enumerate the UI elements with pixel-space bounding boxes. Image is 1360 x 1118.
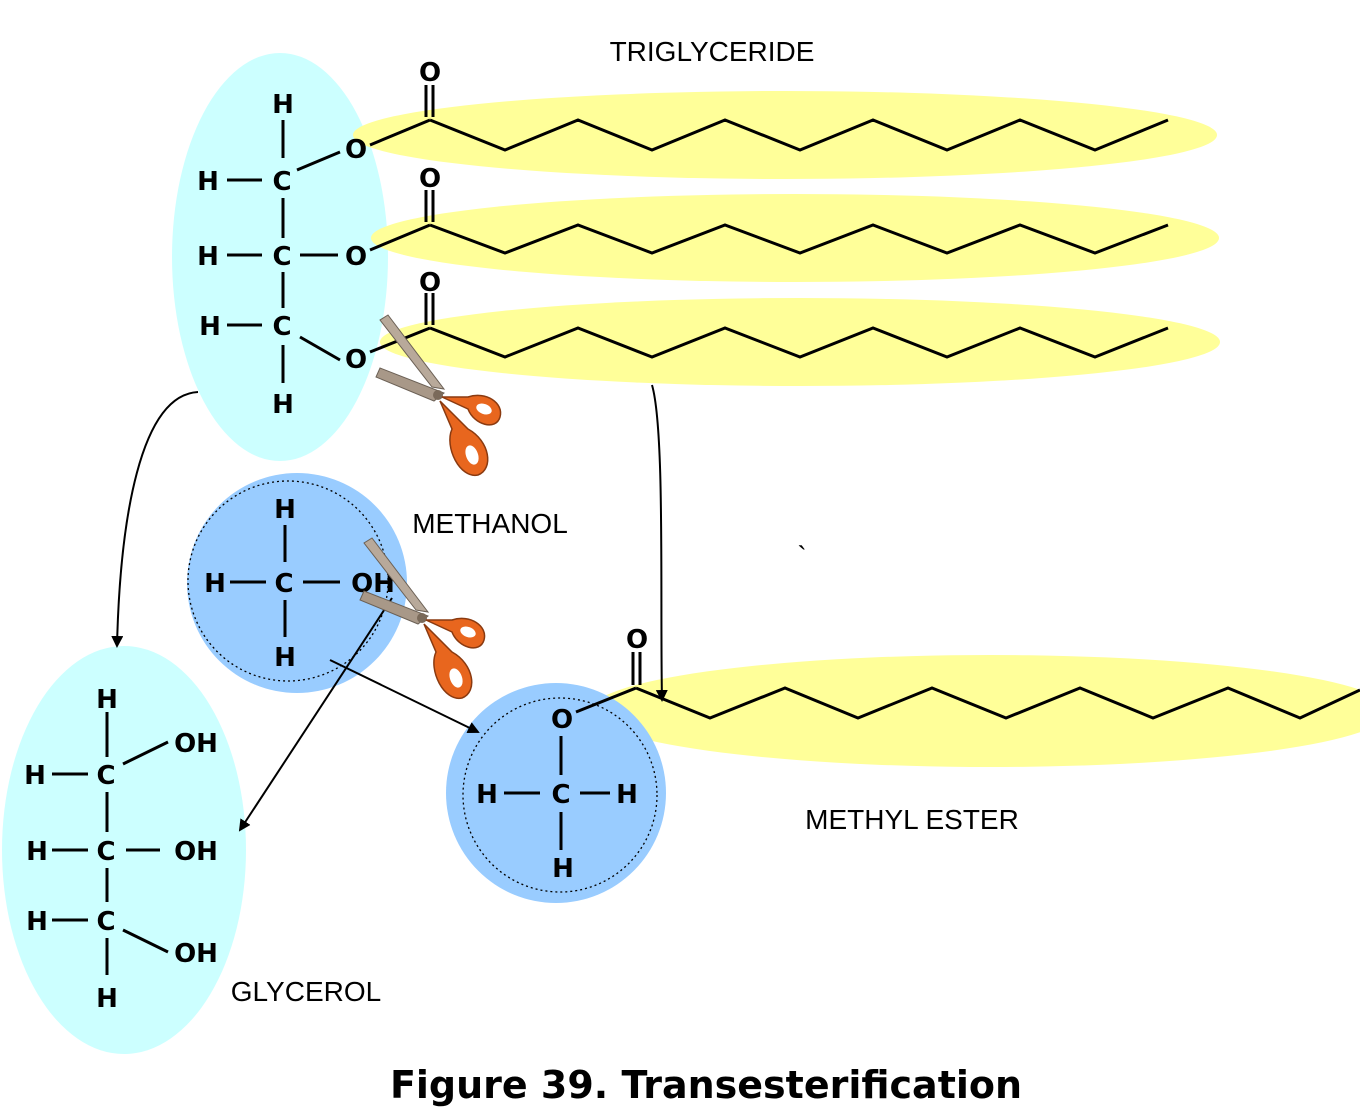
atom-c: C: [272, 312, 291, 342]
atom-h: H: [272, 90, 294, 120]
atom-h: H: [476, 780, 498, 810]
atom-oh: OH: [174, 837, 218, 867]
atom-h: H: [26, 907, 48, 937]
atom-o: O: [419, 58, 441, 88]
fatty-acid-chain-2-highlight: [371, 194, 1219, 282]
atom-c: C: [551, 780, 570, 810]
methyl-ester-molecule: O O H C H H: [476, 625, 1360, 884]
fatty-acid-chain-1-highlight: [353, 91, 1217, 179]
atom-c: C: [96, 761, 115, 791]
atom-c: C: [96, 837, 115, 867]
atom-h: H: [204, 569, 226, 599]
atom-h: H: [616, 780, 638, 810]
atom-h: H: [24, 761, 46, 791]
atom-h: H: [274, 495, 296, 525]
methanol-molecule: H H C OH H: [204, 495, 395, 673]
atom-h: H: [199, 312, 221, 342]
methyl-ester-chain-highlight: [590, 655, 1360, 767]
stray-mark: `: [797, 541, 806, 572]
fatty-acid-chain-3-highlight: [380, 298, 1220, 386]
atom-h: H: [26, 837, 48, 867]
arrow-oh-to-glycerol: [238, 597, 393, 832]
atom-o: O: [345, 345, 367, 375]
triglyceride-label: TRIGLYCERIDE: [610, 36, 815, 67]
arrow-to-methyl-ester: [651, 384, 668, 702]
atom-o: O: [345, 135, 367, 165]
atom-o: O: [626, 625, 648, 655]
atom-o: O: [419, 164, 441, 194]
methyl-ester-label: METHYL ESTER: [805, 804, 1019, 835]
atom-o: O: [345, 242, 367, 272]
methanol-label: METHANOL: [412, 508, 568, 539]
methyl-group-dotted-outline: [462, 697, 658, 893]
methanol-dotted-outline: [187, 480, 389, 682]
background-shapes: [2, 53, 1360, 1054]
arrow-to-glycerol: [111, 391, 199, 648]
atom-c: C: [96, 907, 115, 937]
methanol-circle: [187, 473, 407, 693]
atom-oh: OH: [174, 939, 218, 969]
atom-o: O: [551, 705, 573, 735]
atom-c: C: [272, 167, 291, 197]
atom-h: H: [197, 242, 219, 272]
figure-caption: Figure 39. Transesterification: [390, 1063, 1022, 1107]
scissors-icon: [359, 537, 486, 699]
atom-c: C: [272, 242, 291, 272]
atom-h: H: [552, 854, 574, 884]
atom-oh: OH: [174, 729, 218, 759]
atom-c: C: [274, 569, 293, 599]
reaction-arrows: [111, 384, 668, 832]
atom-h: H: [274, 643, 296, 673]
atom-h: H: [197, 167, 219, 197]
glycerol-molecule: H H C OH H C OH H C OH H: [24, 685, 218, 1014]
arrow-methyl-to-ester: [329, 659, 480, 734]
atom-h: H: [272, 390, 294, 420]
atom-h: H: [96, 984, 118, 1014]
scissors-icon: [375, 314, 502, 476]
glycerol-highlight: [2, 646, 246, 1054]
atom-o: O: [419, 268, 441, 298]
glycerol-label: GLYCEROL: [231, 976, 381, 1007]
atom-h: H: [96, 685, 118, 715]
methyl-group-circle: [446, 683, 666, 903]
triglyceride-molecule: H H C O H C O H C O H O O O: [197, 58, 1169, 420]
